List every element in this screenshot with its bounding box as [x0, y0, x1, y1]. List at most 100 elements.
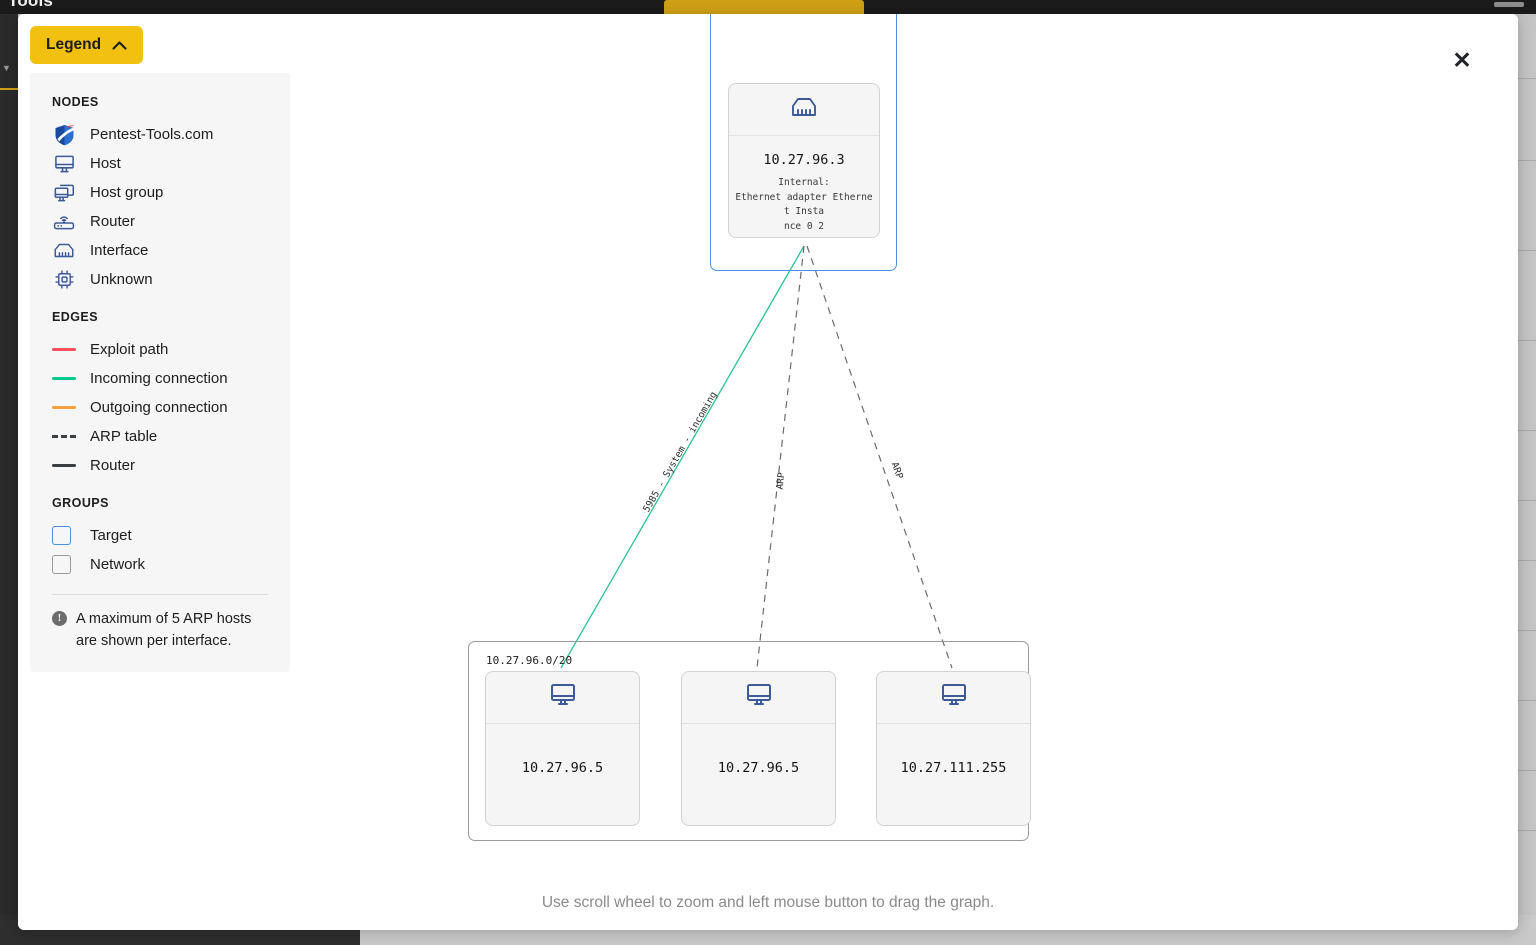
- legend-panel: NODES Pentest-Tools.com: [30, 73, 290, 673]
- legend-note-text: A maximum of 5 ARP hosts are shown per i…: [76, 611, 252, 650]
- background-table-row: [1500, 250, 1536, 251]
- legend-edge-outgoing-connection[interactable]: Outgoing connection: [52, 393, 268, 422]
- legend-edge-label: ARP table: [90, 428, 158, 445]
- legend-group-network[interactable]: Network: [52, 550, 268, 579]
- node-interface-ip: 10.27.96.3: [763, 152, 845, 168]
- edge-swatch-dashed-icon: [52, 435, 76, 438]
- chevron-down-icon: ▼: [2, 63, 11, 73]
- network-graph-modal: ✕: [18, 14, 1518, 930]
- legend-group-label: Network: [90, 556, 146, 573]
- node-host-1-body: 10.27.96.5: [486, 724, 639, 776]
- legend-node-host[interactable]: Host: [52, 149, 268, 178]
- node-host-2-header: [682, 672, 835, 724]
- background-table-row: [1500, 700, 1536, 701]
- legend-toggle-button[interactable]: Legend: [30, 26, 144, 64]
- chip-icon: [52, 269, 76, 290]
- background-table-row: [1500, 78, 1536, 79]
- legend-node-label: Pentest-Tools.com: [90, 126, 214, 143]
- legend-node-router[interactable]: Router: [52, 207, 268, 236]
- target-group-box[interactable]: [710, 14, 897, 271]
- legend-group-label: Target: [90, 527, 132, 544]
- edge-label-arp-1: ARP: [774, 471, 788, 491]
- shield-logo-icon: [52, 124, 76, 146]
- edge-arp-2: [806, 245, 953, 669]
- legend-node-host-group[interactable]: Host group: [52, 178, 268, 207]
- legend-group-target[interactable]: Target: [52, 521, 268, 550]
- legend-divider: [52, 594, 268, 595]
- legend-node-label: Router: [90, 213, 136, 230]
- background-topbar-control: [1494, 2, 1524, 7]
- background-topbar: Tools: [0, 0, 1536, 14]
- node-host-3[interactable]: 10.27.111.255: [876, 671, 1031, 826]
- edge-incoming-connection: [560, 245, 805, 669]
- background-table-row: [1500, 560, 1536, 561]
- background-table-row: [1500, 830, 1536, 831]
- monitor-icon: [52, 154, 76, 174]
- chevron-up-icon: [112, 38, 127, 52]
- background-table-row: [1500, 770, 1536, 771]
- node-host-2-body: 10.27.96.5: [682, 724, 835, 776]
- legend-edge-arp-table[interactable]: ARP table: [52, 422, 268, 451]
- legend-note: ! A maximum of 5 ARP hosts are shown per…: [52, 608, 268, 652]
- legend-edge-label: Outgoing connection: [90, 399, 228, 416]
- node-interface-detail: Internal: Ethernet adapter Ethernet Inst…: [735, 177, 873, 233]
- router-icon: [52, 212, 76, 232]
- graph-edges: [560, 245, 953, 669]
- spacer: [52, 294, 268, 310]
- legend-node-label: Interface: [90, 242, 149, 259]
- legend-edge-label: Exploit path: [90, 341, 169, 358]
- legend-node-label: Host: [90, 155, 121, 172]
- legend-edge-exploit-path[interactable]: Exploit path: [52, 335, 268, 364]
- legend-node-interface[interactable]: Interface: [52, 236, 268, 265]
- node-host-3-ip: 10.27.111.255: [900, 760, 1007, 776]
- background-left-rail: [0, 14, 18, 945]
- legend-node-unknown[interactable]: Unknown: [52, 265, 268, 294]
- legend-edge-label: Incoming connection: [90, 370, 228, 387]
- edge-swatch-icon: [52, 464, 76, 467]
- edge-swatch-icon: [52, 377, 76, 380]
- node-host-2-ip: 10.27.96.5: [717, 760, 800, 776]
- node-host-1-ip: 10.27.96.5: [521, 760, 604, 776]
- graph-canvas[interactable]: 10.27.96.3 Internal: Ethernet adapter Et…: [18, 14, 1518, 930]
- background-topbar-button: [664, 0, 864, 14]
- monitor-icon: [939, 682, 969, 713]
- background-table-row: [1500, 430, 1536, 431]
- edge-arp-1: [756, 245, 805, 669]
- legend-groups-title: GROUPS: [52, 496, 109, 510]
- node-host-3-body: 10.27.111.255: [877, 724, 1030, 776]
- spacer: [52, 480, 268, 496]
- node-interface-header: [729, 84, 879, 136]
- legend-button-label: Legend: [46, 36, 102, 53]
- ethernet-port-icon: [789, 95, 819, 124]
- background-topbar-title: Tools: [8, 0, 54, 10]
- node-host-1[interactable]: 10.27.96.5: [485, 671, 640, 826]
- background-table-row: [1500, 500, 1536, 501]
- legend-node-label: Host group: [90, 184, 164, 201]
- legend-edge-router[interactable]: Router: [52, 451, 268, 480]
- node-interface[interactable]: 10.27.96.3 Internal: Ethernet adapter Et…: [728, 83, 880, 238]
- node-host-2[interactable]: 10.27.96.5: [681, 671, 836, 826]
- group-swatch-icon: [52, 555, 76, 574]
- network-group-label: 10.27.96.0/20: [486, 654, 573, 667]
- group-swatch-icon: [52, 526, 76, 545]
- close-icon[interactable]: ✕: [1446, 44, 1478, 76]
- monitor-icon: [548, 682, 578, 713]
- node-host-1-header: [486, 672, 639, 724]
- background-table-row: [1500, 340, 1536, 341]
- legend-edge-incoming-connection[interactable]: Incoming connection: [52, 364, 268, 393]
- node-host-3-header: [877, 672, 1030, 724]
- background-table-row: [1500, 160, 1536, 161]
- legend-edge-label: Router: [90, 457, 136, 474]
- node-interface-body: 10.27.96.3 Internal: Ethernet adapter Et…: [729, 136, 879, 235]
- legend-nodes-title: NODES: [52, 95, 99, 109]
- legend-node-label: Unknown: [90, 271, 153, 288]
- info-icon: !: [52, 611, 67, 626]
- edge-swatch-icon: [52, 406, 76, 409]
- monitor-stack-icon: [52, 183, 76, 203]
- legend-edges-title: EDGES: [52, 310, 99, 324]
- graph-hint-text: Use scroll wheel to zoom and left mouse …: [541, 894, 995, 911]
- edge-swatch-icon: [52, 348, 76, 351]
- monitor-icon: [744, 682, 774, 713]
- background-table-row: [1500, 630, 1536, 631]
- legend-node-pentest-tools[interactable]: Pentest-Tools.com: [52, 120, 268, 149]
